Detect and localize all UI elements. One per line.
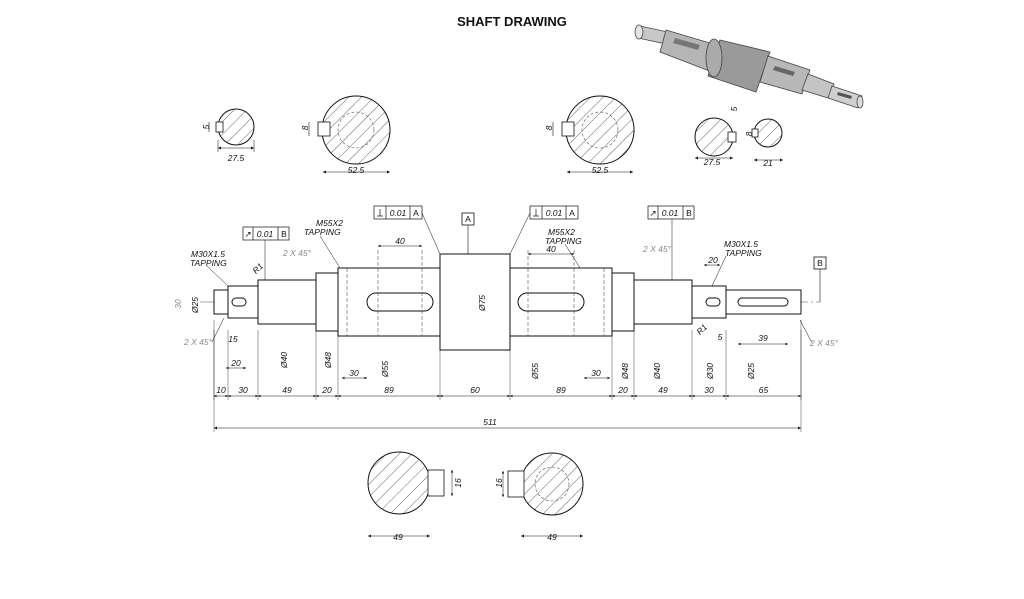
fcf-runout-right-datum: B	[686, 208, 692, 218]
len-5-right: 5	[718, 332, 723, 342]
section-view-5	[751, 118, 783, 162]
section-view-3	[552, 95, 635, 174]
chain-dim-9: 30	[704, 385, 714, 395]
bottom-right-key: 16	[494, 478, 504, 488]
section-view-2	[308, 95, 391, 174]
m30-right-line1: M30X1.5	[724, 239, 758, 249]
section1-key: 5	[201, 124, 211, 129]
chamfer-top-right: 2 X 45°	[642, 244, 672, 254]
left-end-30: 30	[173, 299, 183, 309]
section-view-bottom-left	[367, 451, 454, 538]
m55-left-line1: M55X2	[316, 218, 343, 228]
chain-dimension: 10 30 49 20 89 60 89 20 49 30 65	[213, 330, 802, 400]
fcf-perp-left-tol: 0.01	[390, 208, 407, 218]
d55-left: Ø55	[380, 361, 390, 378]
chain-dim-5: 60	[470, 385, 480, 395]
d40-right: Ø40	[652, 363, 662, 380]
fcf-perp-right	[529, 205, 579, 220]
section5-width: 21	[762, 158, 773, 168]
section3-key: 8	[544, 125, 554, 130]
chain-dim-7: 20	[617, 385, 628, 395]
section4b-key: 8	[744, 131, 754, 136]
chamfer-bottom-right: 2 X 45°	[809, 338, 839, 348]
m55-right-line1: M55X2	[548, 227, 575, 237]
section1-width: 27.5	[227, 153, 245, 163]
chain-dim-10: 65	[759, 385, 769, 395]
drawing-title: SHAFT DRAWING	[457, 14, 567, 29]
fcf-perp-right-datum: A	[569, 208, 575, 218]
m55-right-line2: TAPPING	[545, 236, 582, 246]
fcf-perp-right-tol: 0.01	[546, 208, 563, 218]
overall-length: 511	[483, 417, 497, 427]
bottom-left-width: 49	[393, 532, 403, 542]
len-30-left: 30	[349, 368, 359, 378]
d75: Ø75	[477, 295, 487, 312]
section2-width: 52.5	[348, 165, 365, 175]
d55-right: Ø55	[530, 363, 540, 380]
m30-left-line2: TAPPING	[190, 258, 227, 268]
r1-right: R1	[694, 322, 709, 337]
section2-key: 8	[300, 125, 310, 130]
chain-dim-2: 49	[282, 385, 292, 395]
section-view-1	[208, 108, 255, 152]
m55-left-line2: TAPPING	[304, 227, 341, 237]
len-30-right: 30	[591, 368, 601, 378]
d30-right: Ø30	[705, 363, 715, 380]
len-15-left: 15	[228, 334, 238, 344]
fcf-perp-left	[373, 205, 423, 220]
fcf-runout-right	[647, 205, 695, 220]
chain-dim-4: 89	[384, 385, 394, 395]
chain-dim-6: 89	[556, 385, 566, 395]
fcf-runout-left-tol: 0.01	[257, 229, 274, 239]
chamfer-top-left: 2 X 45°	[282, 248, 312, 258]
datum-a: A	[465, 214, 471, 224]
d48-left: Ø48	[323, 352, 333, 369]
d25-left: Ø25	[190, 297, 200, 314]
chain-dim-8: 49	[658, 385, 668, 395]
fcf-runout-left-datum: B	[281, 229, 287, 239]
d48-right: Ø48	[620, 363, 630, 380]
len-39-right: 39	[758, 333, 768, 343]
chain-dim-3: 20	[321, 385, 332, 395]
fcf-perp-left-datum: A	[413, 208, 419, 218]
d25-right: Ø25	[746, 363, 756, 380]
chain-dim-0: 10	[216, 385, 226, 395]
isometric-shaft-render	[634, 24, 864, 109]
chain-dim-1: 30	[238, 385, 248, 395]
runout-right-icon: ↗	[649, 208, 656, 218]
runout-left-icon: ↗	[244, 229, 251, 239]
top-20-right: 20	[707, 255, 718, 265]
r1-left: R1	[250, 261, 265, 276]
len-20-left: 20	[230, 358, 241, 368]
d40-left: Ø40	[279, 352, 289, 369]
keyway-slots	[231, 292, 789, 312]
bottom-right-width: 49	[547, 532, 557, 542]
local-dimension-lines	[226, 244, 788, 380]
section3-width: 52.5	[592, 165, 609, 175]
leader-lines	[206, 212, 813, 344]
datum-b: B	[817, 258, 823, 268]
datum-a-marker	[461, 212, 475, 254]
top-40-right: 40	[546, 244, 556, 254]
section4-key: 5	[729, 106, 739, 111]
section-view-bottom-right	[501, 452, 584, 538]
chamfer-bottom-left: 2 X 45°	[183, 337, 213, 347]
hidden-lines	[346, 250, 605, 336]
fcf-runout-right-tol: 0.01	[662, 208, 679, 218]
m30-left-line1: M30X1.5	[191, 249, 225, 259]
top-40-left: 40	[395, 236, 405, 246]
datum-b-marker	[813, 256, 827, 302]
fcf-runout-left	[242, 226, 290, 241]
m30-right-line2: TAPPING	[725, 248, 762, 258]
section-view-4	[694, 117, 737, 160]
section4-width: 27.5	[703, 157, 721, 167]
bottom-left-key: 16	[453, 478, 463, 488]
